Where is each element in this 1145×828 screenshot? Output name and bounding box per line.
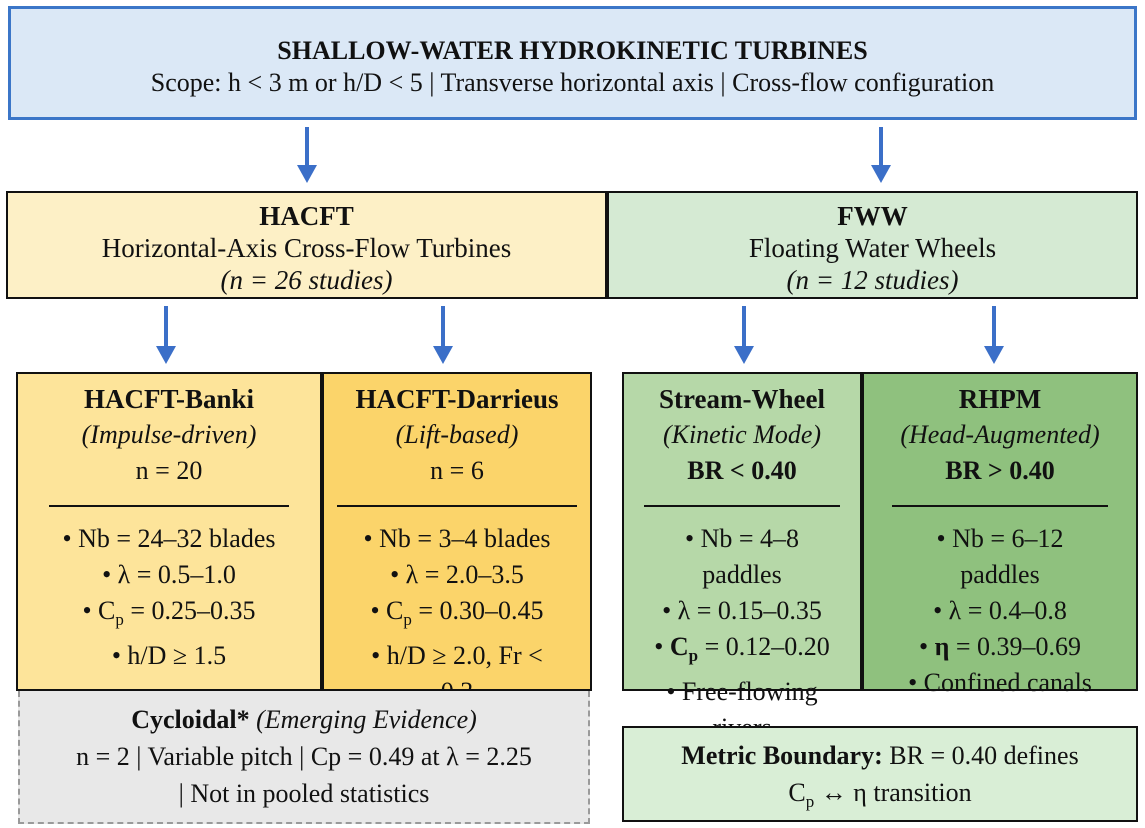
stream-mode: (Kinetic Mode) <box>662 420 822 449</box>
darrieus-mode: (Lift-based) <box>395 420 519 449</box>
banki-depth: • h/D ≥ 1.5 <box>111 641 227 671</box>
rhpm-paddles-cont: paddles <box>960 560 1040 589</box>
main-title: SHALLOW-WATER HYDROKINETIC TURBINES <box>277 36 868 65</box>
rhpm-env: • Confined canals <box>908 668 1092 697</box>
metric-boundary-box: Metric Boundary: BR = 0.40 defines Cp ↔ … <box>622 726 1138 822</box>
rhpm-eta: • η = 0.39–0.69 <box>918 632 1082 661</box>
divider <box>49 505 289 507</box>
fww-title: FWW <box>837 201 908 231</box>
divider <box>892 505 1108 507</box>
cycloidal-line-2: n = 2 | Variable pitch | Cp = 0.49 at λ … <box>76 742 532 771</box>
metric-line-2: Cp ↔ η transition <box>788 778 972 812</box>
scope-header-box: SHALLOW-WATER HYDROKINETIC TURBINES Scop… <box>8 6 1137 120</box>
hacft-category-box: HACFT Horizontal-Axis Cross-Flow Turbine… <box>6 191 607 299</box>
cycloidal-line-3: | Not in pooled statistics <box>178 779 430 808</box>
fww-count: (n = 12 studies) <box>786 265 959 295</box>
rhpm-paddles: • Nb = 6–12 <box>936 524 1064 553</box>
darrieus-title: HACFT-Darrieus <box>355 384 559 414</box>
banki-mode: (Impulse-driven) <box>81 420 257 449</box>
rhpm-mode: (Head-Augmented) <box>900 420 1100 449</box>
cycloidal-note-box: Cycloidal* (Emerging Evidence) n = 2 | V… <box>18 691 590 824</box>
arrow-down-icon <box>433 306 453 364</box>
stream-title: Stream-Wheel <box>659 384 825 414</box>
arrow-down-icon <box>156 306 176 364</box>
banki-cp: • Cp = 0.25–0.35 <box>82 596 256 630</box>
darrieus-blades: • Nb = 3–4 blades <box>363 524 551 553</box>
darrieus-study-count: n = 6 <box>430 456 484 485</box>
cycloidal-heading: Cycloidal* (Emerging Evidence) <box>131 705 477 734</box>
scope-text: Scope: h < 3 m or h/D < 5 | Transverse h… <box>150 68 995 97</box>
darrieus-cp: • Cp = 0.30–0.45 <box>370 596 544 630</box>
divider <box>337 505 577 507</box>
banki-study-count: n = 20 <box>135 456 203 485</box>
arrow-down-icon <box>734 306 754 364</box>
fww-category-box: FWW Floating Water Wheels (n = 12 studie… <box>607 191 1138 299</box>
rhpm-tsr: • λ = 0.4–0.8 <box>933 596 1067 625</box>
metric-line-1: Metric Boundary: BR = 0.40 defines <box>681 741 1079 770</box>
banki-blades: • Nb = 24–32 blades <box>62 524 276 553</box>
banki-title: HACFT-Banki <box>83 384 255 414</box>
stream-br: BR < 0.40 <box>687 456 797 485</box>
stream-tsr: • λ = 0.15–0.35 <box>662 596 822 625</box>
stream-paddles: • Nb = 4–8 <box>684 524 800 553</box>
stream-paddles-cont: paddles <box>702 560 782 589</box>
stream-env: • Free-flowing <box>666 677 818 707</box>
hacft-title: HACFT <box>259 201 354 231</box>
darrieus-depth: • h/D ≥ 2.0, Fr < <box>371 641 543 671</box>
arrow-down-icon <box>871 127 891 183</box>
divider <box>644 505 840 507</box>
arrow-down-icon <box>984 306 1004 364</box>
banki-detail-box: HACFT-Banki (Impulse-driven) n = 20 • Nb… <box>16 372 322 691</box>
darrieus-tsr: • λ = 2.0–3.5 <box>390 560 524 589</box>
stream-cp: • Cp = 0.12–0.20 <box>654 632 830 666</box>
stream-wheel-detail-box: Stream-Wheel (Kinetic Mode) BR < 0.40 • … <box>622 372 862 742</box>
rhpm-detail-box: RHPM (Head-Augmented) BR > 0.40 • Nb = 6… <box>862 372 1138 697</box>
hacft-count: (n = 26 studies) <box>220 265 393 295</box>
darrieus-detail-box: HACFT-Darrieus (Lift-based) n = 6 • Nb =… <box>322 372 592 706</box>
banki-tsr: • λ = 0.5–1.0 <box>102 560 236 589</box>
hacft-subtitle: Horizontal-Axis Cross-Flow Turbines <box>101 233 512 263</box>
rhpm-title: RHPM <box>958 384 1042 414</box>
fww-subtitle: Floating Water Wheels <box>748 233 997 263</box>
rhpm-br: BR > 0.40 <box>945 456 1055 485</box>
arrow-down-icon <box>297 127 317 183</box>
